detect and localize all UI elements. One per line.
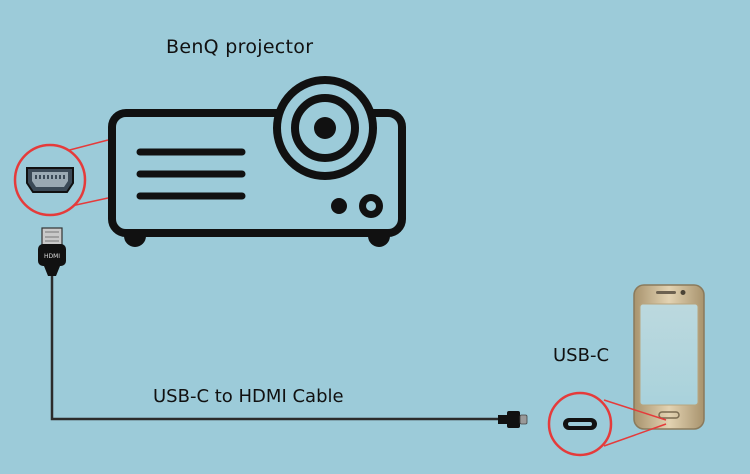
usbc-callout-line-bottom bbox=[603, 423, 667, 447]
projector-body bbox=[108, 109, 406, 237]
usbc-port-label: USB-C bbox=[553, 345, 610, 366]
usbc-callout-line-top bbox=[603, 399, 667, 421]
usbc-hdmi-cable bbox=[50, 276, 500, 421]
projector-foot-left bbox=[124, 236, 146, 247]
projector-button-left bbox=[331, 198, 347, 214]
hdmi-port-icon bbox=[26, 167, 74, 193]
projector-button-ring-center bbox=[366, 201, 376, 211]
projector-lens-center bbox=[314, 117, 336, 139]
projector-icon bbox=[108, 76, 406, 247]
hdmi-plug-icon: HDMI bbox=[38, 227, 66, 276]
usbc-port-callout bbox=[547, 391, 667, 457]
usbc-plug-icon bbox=[498, 411, 528, 428]
hdmi-port-callout bbox=[13, 139, 109, 217]
hdmi-plug-label: HDMI bbox=[44, 253, 60, 260]
projector-label: BenQ projector bbox=[166, 36, 314, 58]
usbc-port-icon bbox=[563, 418, 597, 430]
projector-lens-middle bbox=[291, 94, 359, 162]
projector-foot-right bbox=[368, 236, 390, 247]
cable-label: USB-C to HDMI Cable bbox=[153, 386, 344, 407]
smartphone-icon bbox=[633, 284, 705, 430]
